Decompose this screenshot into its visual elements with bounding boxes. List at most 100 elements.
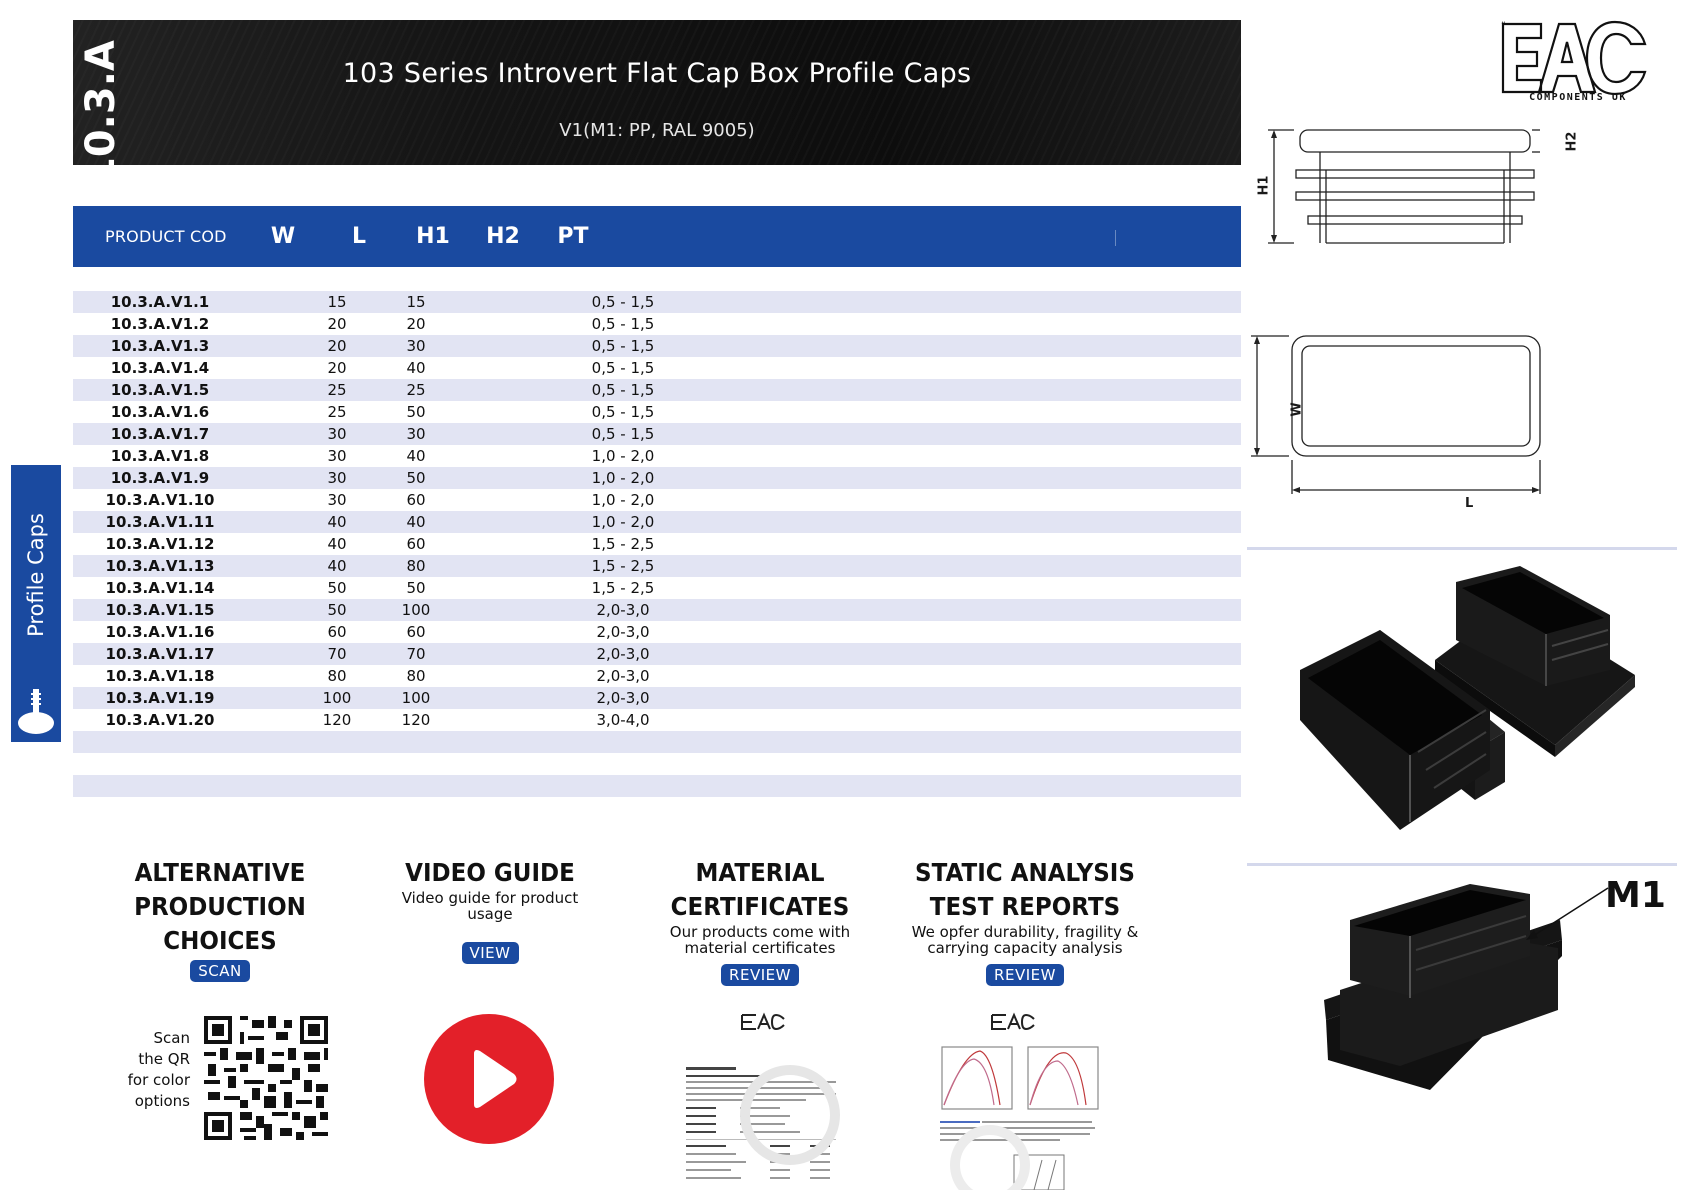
cell-product-code: 10.3.A.V1.10 [105,491,215,509]
dim-label-h2: H2 [1564,131,1580,152]
cell-width: 20 [327,315,347,333]
cell-product-code: 10.3.A.V1.18 [105,667,215,685]
cell-length: 50 [406,469,426,487]
cell-length: 30 [406,337,426,355]
test-report-thumbnail[interactable] [930,1005,1105,1190]
review-reports-button[interactable]: REVIEW [986,964,1064,986]
qr-code[interactable] [200,1012,332,1144]
cell-pt: 2,0-3,0 [596,645,650,663]
section-title: MATERIAL [695,858,825,887]
side-view-drawing [1268,129,1540,244]
cell-pt: 3,0-4,0 [596,711,650,729]
cell-pt: 0,5 - 1,5 [591,381,655,399]
cell-pt: 1,5 - 2,5 [591,557,655,575]
category-side-tab: Profile Caps [11,465,61,742]
header-divider [1115,230,1116,246]
top-view-drawing [1251,335,1541,494]
logo-tagline: COMPONENTS UK [1529,92,1627,103]
cell-width: 80 [327,667,347,685]
dim-label-h1: H1 [1256,175,1272,196]
cell-pt: 1,0 - 2,0 [591,469,655,487]
cell-length: 60 [406,535,426,553]
page-title: 103 Series Introvert Flat Cap Box Profil… [342,58,972,89]
divider [1247,863,1677,866]
section-title: TEST REPORTS [929,892,1121,921]
cell-product-code: 10.3.A.V1.17 [105,645,215,663]
cell-width: 30 [327,425,347,443]
cell-width: 120 [322,711,352,729]
cell-product-code: 10.3.A.V1.5 [110,381,210,399]
product-photo-pair [1300,566,1635,830]
qr-note-line: the QR [138,1050,190,1068]
table-header: PRODUCT COD W L H1 H2 PT [73,206,1241,267]
section-description: usage [467,905,513,923]
cell-width: 40 [327,557,347,575]
product-photo-single [1324,884,1609,1090]
cell-product-code: 10.3.A.V1.4 [110,359,210,377]
cell-pt: 0,5 - 1,5 [591,293,655,311]
certificate-thumbnail[interactable] [680,1005,855,1190]
cell-length: 80 [406,557,426,575]
cell-width: 25 [327,381,347,399]
cell-length: 100 [401,601,431,619]
cell-length: 25 [406,381,426,399]
cell-product-code: 10.3.A.V1.13 [105,557,215,575]
scan-button[interactable]: SCAN [190,960,250,982]
cell-product-code: 10.3.A.V1.6 [110,403,210,421]
view-video-button[interactable]: VIEW [461,942,519,964]
cell-length: 40 [406,447,426,465]
section-title: ALTERNATIVE [134,858,306,887]
cell-product-code: 10.3.A.V1.19 [105,689,215,707]
cell-length: 70 [406,645,426,663]
section-static-analysis: STATIC ANALYSIS TEST REPORTS We opfer du… [900,856,1150,986]
cell-pt: 1,0 - 2,0 [591,447,655,465]
col-header-h2: H2 [486,224,520,249]
cell-product-code: 10.3.A.V1.14 [105,579,215,597]
section-description: Our products come with [669,923,851,941]
section-title: STATIC ANALYSIS [915,858,1135,887]
header-banner: 10.3.A 103 Series Introvert Flat Cap Box… [73,20,1241,165]
section-material-certificates: MATERIAL CERTIFICATES Our products come … [640,856,880,986]
cell-length: 20 [406,315,426,333]
cell-pt: 1,0 - 2,0 [591,513,655,531]
material-label: M1 [1605,875,1666,916]
section-title: PRODUCTION [134,892,306,921]
cell-width: 15 [327,293,347,311]
cell-product-code: 10.3.A.V1.12 [105,535,215,553]
cell-width: 30 [327,469,347,487]
cell-length: 60 [406,491,426,509]
side-tab-label: Profile Caps [24,513,48,637]
table-row: 10.3.A.V1.5 25 25 0,5 - 1,5 [73,379,1241,401]
dim-label-w: W [1289,402,1305,417]
cell-product-code: 10.3.A.V1.11 [105,513,215,531]
col-header-l: L [351,224,367,249]
cell-width: 40 [327,513,347,531]
review-certificates-button[interactable]: REVIEW [721,964,799,986]
cell-pt: 0,5 - 1,5 [591,315,655,333]
cell-pt: 0,5 - 1,5 [591,337,655,355]
cell-pt: 2,0-3,0 [596,667,650,685]
page-subtitle: V1(M1: PP, RAL 9005) [559,120,755,141]
cell-width: 100 [322,689,352,707]
svg-text:“: “ [1501,21,1506,31]
cell-pt: 2,0-3,0 [596,623,650,641]
cell-pt: 0,5 - 1,5 [591,359,655,377]
cell-pt: 2,0-3,0 [596,601,650,619]
cell-pt: 1,0 - 2,0 [591,491,655,509]
play-video-button[interactable] [424,1014,554,1144]
profile-cap-icon [18,689,54,734]
cell-width: 25 [327,403,347,421]
col-header-h1: H1 [416,224,450,249]
cell-length: 80 [406,667,426,685]
